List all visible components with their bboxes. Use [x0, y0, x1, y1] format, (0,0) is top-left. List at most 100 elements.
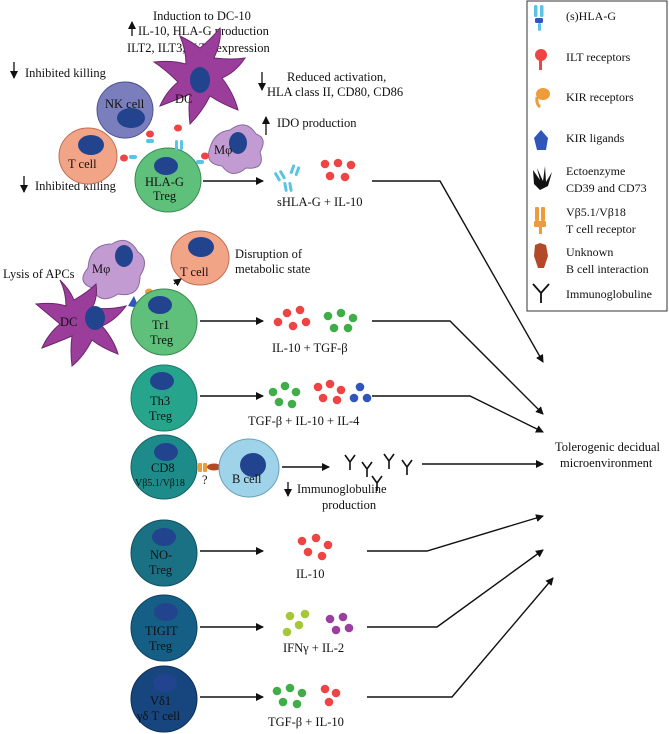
hla-g-treg-label-2: Treg [153, 189, 177, 203]
nucleus [154, 443, 178, 461]
b-cell-label: B cell [232, 472, 262, 486]
nucleus [78, 135, 104, 155]
nk-cell: NK cell [96, 81, 154, 139]
disruption-label-1: Disruption of [235, 247, 303, 261]
lysis-label: Lysis of APCs [3, 267, 75, 281]
ilt-receptor-icon [535, 49, 547, 70]
target-label-1: Tolerogenic decidual [555, 440, 661, 454]
b-cell: B cell [218, 438, 280, 498]
t-cell-label: T cell [68, 157, 97, 171]
th3-tgfb-dots [268, 381, 301, 409]
vd1-gd-t-cell: Vδ1 γδ T cell [130, 665, 198, 733]
vd1-label-1: Vδ1 [150, 694, 171, 708]
nucleus [152, 528, 176, 546]
legend-label-0: (s)HLA-G [566, 9, 616, 23]
hla-g-treg-label-1: HLA-G [145, 175, 184, 189]
legend-label-6a: Unknown [566, 245, 613, 259]
vd1-label-2: γδ T cell [136, 709, 181, 723]
legend-label-5a: Vβ5.1/Vβ18 [566, 205, 626, 219]
disruption-label-2: metabolic state [235, 262, 311, 276]
ectoenzyme-icon [533, 166, 552, 190]
il10-dots [320, 158, 356, 182]
induction-title: Induction to DC-10 [153, 9, 251, 23]
converging-arrows [367, 180, 554, 698]
nucleus [240, 453, 266, 477]
hla-g-treg-cell: HLA-G Treg [134, 147, 202, 213]
tigit-label-2: Treg [149, 639, 173, 653]
immunoglobuline-molecules [344, 453, 413, 491]
legend-label-1: ILT receptors [566, 50, 631, 64]
nucleus [154, 603, 178, 621]
no-treg-label-1: NO- [150, 548, 172, 562]
il2-dots [325, 612, 354, 635]
legend: (s)HLA-G ILT receptors KIR receptors KIR… [526, 0, 668, 312]
immunoglobuline-icon [532, 283, 550, 303]
nucleus [229, 132, 247, 154]
macrophage: Mφ [208, 124, 264, 174]
nucleus [85, 306, 105, 330]
tr1-output-label: IL-10 + TGF-β [272, 341, 348, 355]
legend-label-7: Immunoglobuline [566, 287, 652, 301]
vd1-output-label: TGF-β + IL-10 [268, 715, 344, 729]
nucleus [153, 674, 177, 692]
shla-g-output-label: sHLA-G + IL-10 [277, 195, 363, 209]
mphi-label: Mφ [214, 143, 232, 157]
nucleus [148, 296, 172, 314]
tcr-icon [534, 207, 546, 234]
t-cell2-label: T cell [180, 265, 209, 279]
no-treg-cell: NO- Treg [130, 519, 198, 587]
cd8-treg-cell: CD8 Vβ5.1/Vβ18 [130, 434, 198, 500]
nk-label: NK cell [105, 97, 145, 111]
tr1-il10-dots [273, 305, 311, 331]
tigit-output-label: IFNγ + IL-2 [283, 641, 344, 655]
tr1-label-1: Tr1 [152, 318, 170, 332]
reduced-activation-2: HLA class II, CD80, CD86 [267, 85, 403, 99]
immunoglobuline-production-2: production [322, 498, 377, 512]
no-treg-output-label: IL-10 [296, 567, 324, 581]
no-treg-label-2: Treg [149, 563, 173, 577]
th3-output-label: TGF-β + IL-10 + IL-4 [248, 414, 360, 428]
macrophage: Mφ [82, 239, 145, 300]
nucleus [115, 245, 133, 267]
th3-treg-cell: Th3 Treg [130, 364, 198, 432]
th3-label-1: Th3 [150, 394, 170, 408]
tigit-label-1: TIGIT [145, 624, 178, 638]
dc-label: DC [175, 92, 192, 106]
ifng-dots [282, 609, 310, 637]
nucleus [154, 157, 178, 175]
cd8-label-2: Vβ5.1/Vβ18 [135, 478, 185, 489]
no-treg-il10-dots [297, 533, 333, 561]
cd8-question: ? [202, 473, 208, 487]
vd1-il10-dots [320, 684, 341, 707]
dc-cell: DC [152, 26, 247, 126]
shla-g-molecules [274, 164, 301, 192]
induction-line-1: IL-10, HLA-G production [138, 24, 270, 38]
vd1-tgfb-dots [272, 683, 307, 709]
nucleus [150, 372, 174, 390]
legend-label-4a: Ectoenzyme [566, 164, 625, 178]
legend-label-2: KIR receptors [566, 90, 634, 104]
tigit-treg-cell: TIGIT Treg [130, 594, 198, 662]
ido-production: IDO production [277, 116, 357, 130]
t-cell: T cell [170, 230, 230, 286]
receptor-icons-top [120, 124, 209, 164]
mphi2-label: Mφ [92, 262, 110, 276]
tcr-b-interaction-icon [198, 463, 221, 472]
immunoglobuline-production-1: Immunoglobuline [297, 482, 387, 496]
th3-il4-dots [349, 382, 372, 403]
dc-cell: DC [34, 279, 128, 367]
legend-label-5b: T cell receptor [566, 222, 636, 236]
inhibited-killing-nk: Inhibited killing [25, 66, 107, 80]
th3-il10-dots [313, 379, 346, 405]
tr1-treg-cell: Tr1 Treg [130, 288, 198, 356]
nucleus [188, 237, 214, 257]
th3-label-2: Treg [149, 409, 173, 423]
nucleus [117, 108, 145, 128]
hla-g-icon [534, 5, 544, 31]
b-cell-interaction-icon [534, 243, 548, 268]
kir-ligand-icon [534, 130, 548, 150]
nucleus [190, 67, 210, 93]
legend-label-6b: B cell interaction [566, 262, 649, 276]
tr1-label-2: Treg [150, 333, 174, 347]
